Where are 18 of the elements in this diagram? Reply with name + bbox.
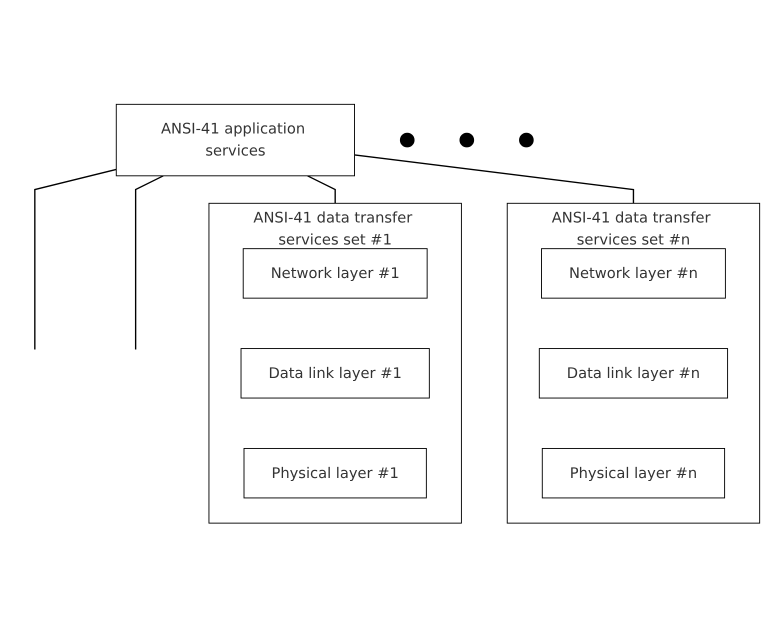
connector [354, 154, 634, 204]
node-box: Data link layer #n [538, 348, 728, 399]
connector [307, 175, 336, 204]
node-box: Data link layer #1 [240, 348, 430, 399]
node-box: ANSI-41 application services [116, 104, 355, 177]
node-box: Network layer #1 [242, 248, 428, 299]
cluster [506, 203, 760, 524]
node-label: ANSI-41 data transfer services set #n [552, 209, 711, 248]
node-circle [400, 133, 415, 148]
node-circle [459, 133, 474, 148]
connector [34, 169, 116, 350]
node-box: Physical layer #1 [244, 448, 427, 499]
node-box: Physical layer #n [542, 448, 726, 499]
node-label: ANSI-41 data transfer services set #1 [253, 209, 412, 248]
connector [134, 175, 164, 350]
node-box: Network layer #n [541, 248, 726, 299]
cluster [208, 203, 462, 524]
node-circle [519, 133, 534, 148]
